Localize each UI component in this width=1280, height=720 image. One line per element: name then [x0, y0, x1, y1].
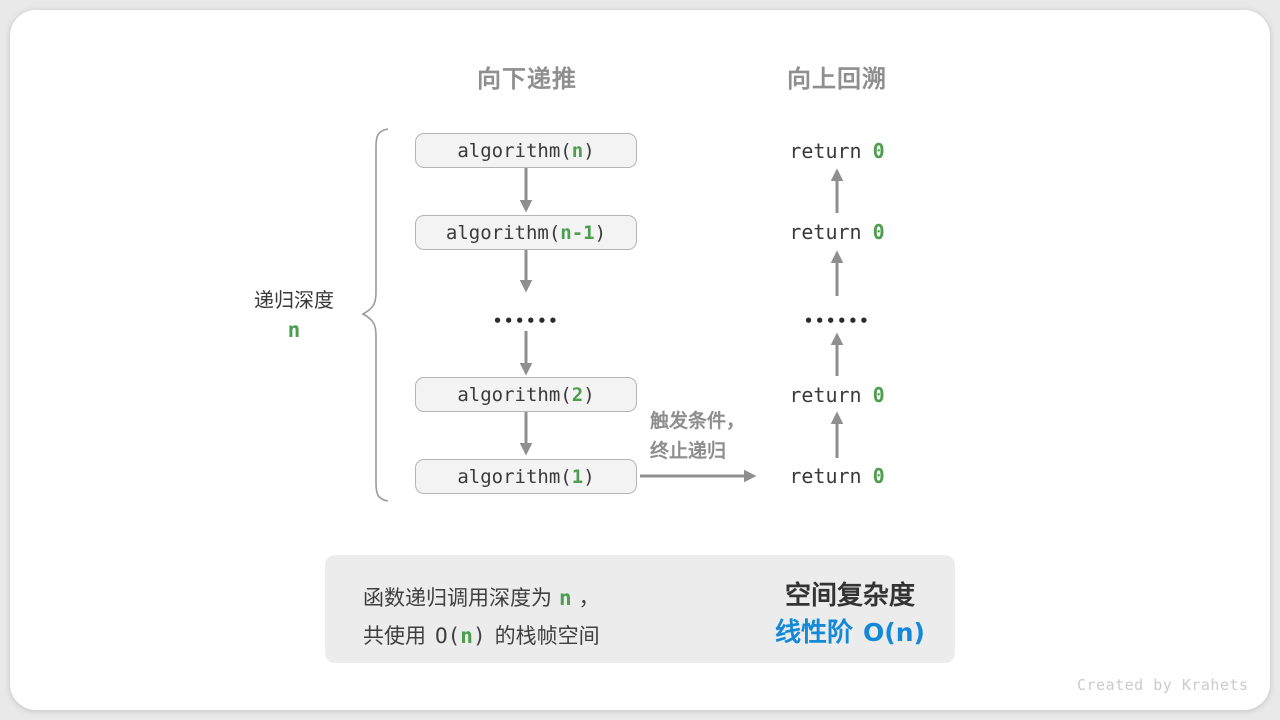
- return-keyword: return: [789, 139, 862, 163]
- base-case-line1: 触发条件，: [650, 410, 746, 432]
- call-arg: n-1: [560, 221, 595, 244]
- call-arg: 1: [571, 465, 584, 488]
- ellipsis-dots: ••••••: [492, 312, 560, 330]
- return-value: 0: [872, 464, 885, 488]
- header-downward-recursion: 向下递推: [477, 65, 577, 93]
- ellipsis-dots: ••••••: [803, 312, 871, 330]
- base-case-line2: 终止递归: [650, 440, 727, 462]
- credit-text: Created by Krahets: [1077, 676, 1249, 694]
- base-case-note: 触发条件， 终止递归: [650, 406, 770, 466]
- call-box-n: algorithm(n): [415, 133, 637, 168]
- return-value: 0: [872, 220, 885, 244]
- call-text: ): [594, 221, 607, 244]
- summary-panel: [325, 555, 955, 663]
- summary-comma: ，: [578, 586, 600, 610]
- return-row: return 0: [737, 220, 937, 244]
- header-upward-backtracking: 向上回溯: [787, 65, 887, 93]
- big-o-open: O(: [435, 624, 461, 648]
- return-row: return 0: [737, 464, 937, 488]
- return-keyword: return: [789, 464, 862, 488]
- summary-line2: 共使用 O(n) 的栈帧空间: [363, 617, 600, 655]
- summary-var: n: [460, 624, 473, 648]
- call-box-2: algorithm(2): [415, 377, 637, 412]
- call-arg: n: [571, 139, 584, 162]
- call-text: ): [583, 465, 595, 488]
- return-keyword: return: [789, 383, 862, 407]
- summary-line1: 函数递归调用深度为 n，: [363, 579, 600, 617]
- call-box-n-1: algorithm(n-1): [415, 215, 637, 250]
- return-value: 0: [872, 139, 885, 163]
- complexity-label: 线性阶: [775, 618, 854, 648]
- summary-var: n: [559, 586, 572, 610]
- big-o-close: ): [472, 624, 486, 648]
- call-text: algorithm(: [457, 383, 572, 406]
- return-row: return 0: [737, 139, 937, 163]
- call-text: algorithm(: [445, 221, 561, 244]
- call-text: algorithm(: [457, 139, 572, 162]
- return-value: 0: [872, 383, 885, 407]
- summary-text: 共使用: [363, 624, 426, 648]
- return-keyword: return: [789, 220, 862, 244]
- summary-text: 的栈帧空间: [494, 624, 600, 648]
- return-row: return 0: [737, 383, 937, 407]
- call-text: algorithm(: [457, 465, 572, 488]
- call-text: ): [583, 383, 595, 406]
- complexity-value: 线性阶 O(n): [750, 612, 950, 649]
- call-box-1: algorithm(1): [415, 459, 637, 494]
- summary-text: 函数递归调用深度为: [363, 586, 552, 610]
- depth-label: 递归深度: [254, 288, 334, 312]
- complexity-title: 空间复杂度: [784, 581, 915, 611]
- call-text: ): [583, 139, 595, 162]
- complexity-notation: O(n): [863, 618, 925, 647]
- call-arg: 2: [571, 383, 584, 406]
- depth-value: n: [287, 318, 301, 342]
